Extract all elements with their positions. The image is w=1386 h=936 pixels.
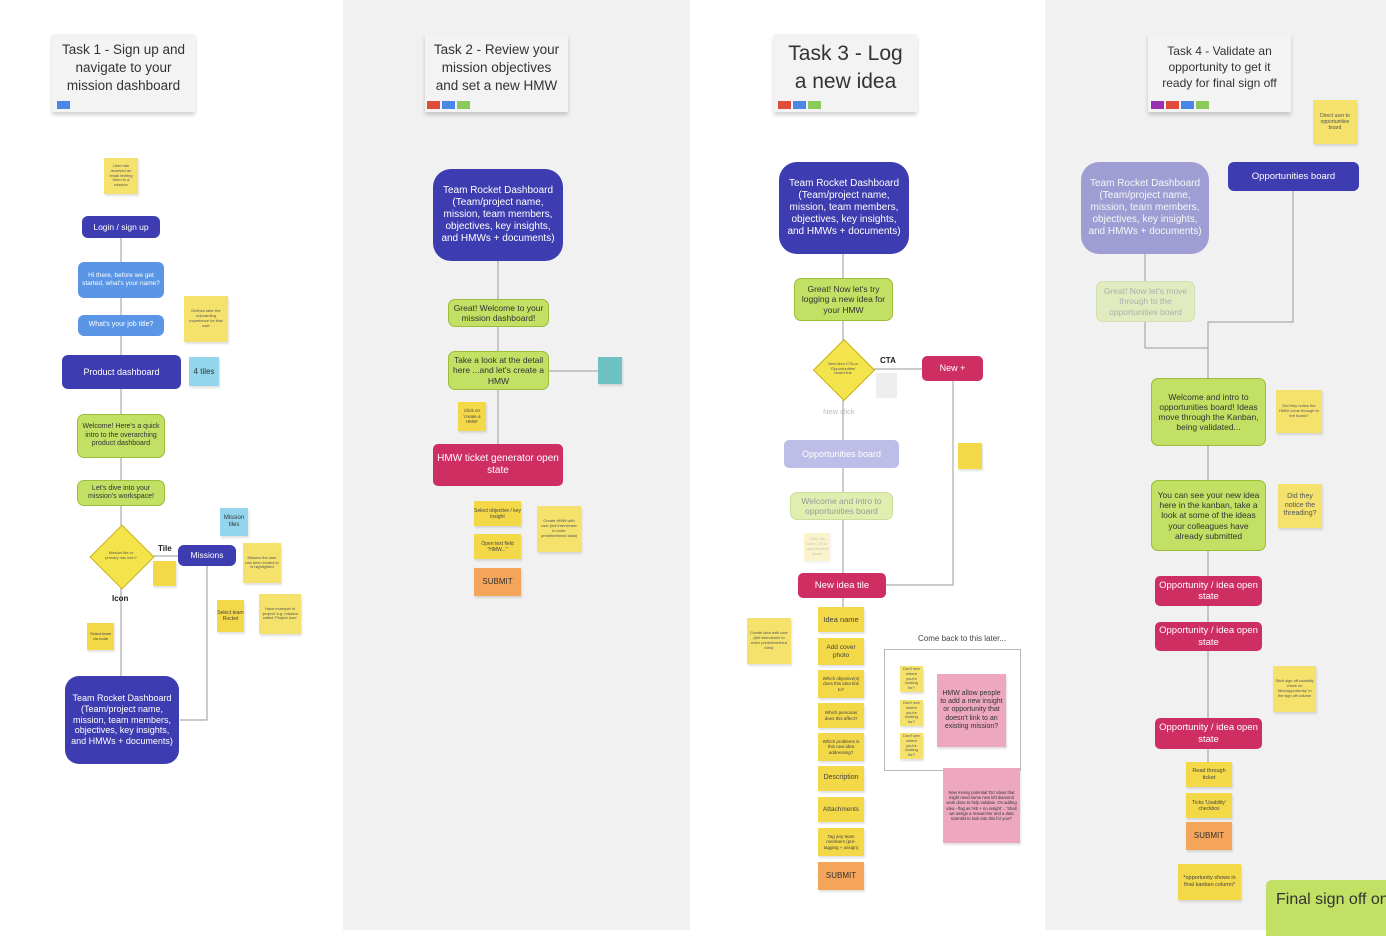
note-new-messy-ideas: New messy potential 'Do' ideas that migh… [943, 768, 1020, 843]
team-rocket-dashboard-card-3: Team Rocket Dashboard (Team/project name… [779, 162, 909, 254]
dive-workspace-card: Let's dive into your mission's workspace… [77, 480, 165, 506]
welcome-opp-board-faded: Welcome and intro to opportunities board [790, 492, 893, 520]
opportunity-open-state-3: Opportunity / idea open state [1155, 718, 1262, 749]
note-dont-see-1: Don't see where you're looking for? [900, 666, 923, 692]
select-team-via-node-note: Select team via node [87, 623, 114, 650]
note-click-create-hmw: Click on 'create a HMW' [458, 402, 486, 431]
great-move-opp-board: Great! Now let's move through to the opp… [1096, 281, 1195, 322]
board-column-task1 [0, 0, 343, 930]
name-question-card: Hi there, before we get started, what's … [78, 262, 164, 298]
select-objective-field[interactable]: Select objective / key insight [474, 501, 521, 526]
note-create-hmw-with-user: Create HMW with user (tell interviewer t… [537, 506, 581, 552]
task2-swatch-blue [442, 101, 455, 109]
new-plus-button[interactable]: New + [922, 356, 983, 381]
missions-card: Missions [178, 545, 236, 566]
note-hmw-allow-people: HMW allow people to add a new insight or… [937, 674, 1006, 747]
read-through-ticket[interactable]: Read through ticket [1186, 762, 1232, 787]
product-dashboard-card: Product dashboard [62, 355, 181, 389]
task4-submit-button[interactable]: SUBMIT [1186, 822, 1232, 850]
new-idea-tile: New idea tile [798, 573, 886, 598]
task4-swatch-purple [1151, 101, 1164, 109]
opportunity-open-state-2: Opportunity / idea open state [1155, 622, 1262, 651]
welcome-product-card: Welcome! Here's a quick intro to the ove… [77, 414, 165, 458]
hmw-ticket-generator: HMW ticket generator open state [433, 444, 563, 486]
open-text-field-hmw[interactable]: Open text field "HMW..." [474, 534, 521, 559]
task4-swatch-red [1166, 101, 1179, 109]
task3-swatch-red [778, 101, 791, 109]
task4-swatch-green [1196, 101, 1209, 109]
tile-branch-label: Tile [158, 544, 172, 553]
cta-label: CTA [880, 356, 896, 365]
note-define-onboarding: Defines later the onboarding experience … [184, 296, 228, 342]
yellow-square-note [958, 443, 982, 469]
task2-swatch-red [427, 101, 440, 109]
ticks-usability-checkbox[interactable]: Ticks 'Usability' checkbox [1186, 793, 1232, 818]
team-rocket-dashboard-card-2: Team Rocket Dashboard (Team/project name… [433, 169, 563, 261]
final-sign-off-text: Final sign off on an opportunity [1276, 891, 1386, 908]
field-which-objectives[interactable]: Which objective(s) does this idea link t… [818, 670, 864, 698]
note-example-project: Have example of 'project' e.g. mission c… [259, 594, 301, 634]
opportunities-board-card: Opportunities board [1228, 162, 1359, 191]
new-click-label: New click [823, 407, 855, 416]
task1-color-swatch [57, 101, 70, 109]
note-4-tiles: 4 tiles [189, 357, 219, 386]
welcome-mission-dashboard: Great! Welcome to your mission dashboard… [448, 299, 549, 327]
field-attachments[interactable]: Attachments [818, 797, 864, 822]
opportunity-open-state-1: Opportunity / idea open state [1155, 576, 1262, 606]
field-add-cover-photo[interactable]: Add cover photo [818, 638, 864, 665]
welcome-opp-kanban: Welcome and intro to opportunities board… [1151, 378, 1266, 446]
task4-title: Task 4 - Validate an opportunity to get … [1148, 34, 1291, 112]
task1-title: Task 1 - Sign up and navigate to your mi… [52, 34, 195, 112]
come-back-later-label: Come back to this later... [918, 634, 1007, 643]
great-log-idea-card: Great! Now let's try logging a new idea … [794, 278, 893, 321]
task2-submit-button[interactable]: SUBMIT [474, 568, 521, 596]
icon-branch-label: Icon [112, 594, 129, 603]
task2-swatch-green [457, 101, 470, 109]
task3-swatch-blue [793, 101, 806, 109]
note-create-idea-with-user: Create idea with user (tell interviewer … [747, 618, 791, 664]
task3-title: Task 3 - Log a new idea [774, 34, 917, 112]
login-signup-button[interactable]: Login / sign up [82, 216, 160, 238]
opportunities-board-faded: Opportunities board [784, 440, 899, 468]
job-title-card: What's your job title? [78, 315, 164, 336]
teal-square-note [598, 357, 622, 384]
note-noticed-hmw: Did they notice the HMW come through to … [1276, 390, 1322, 433]
note-final-kanban-column: *opportunity shows in final kanban colum… [1178, 864, 1241, 900]
task2-title: Task 2 - Review your mission objectives … [425, 34, 568, 112]
new-idea-kanban-card: You can see your new idea here in the ka… [1151, 480, 1266, 551]
note-small-faded: Click into idea CTA or opportunities boa… [804, 533, 830, 561]
select-team-rocket-note: Select team Rocket [217, 600, 244, 632]
task3-swatch-green [808, 101, 821, 109]
field-idea-name[interactable]: Idea name [818, 607, 864, 632]
field-which-personas[interactable]: Which personas does this affect? [818, 703, 864, 728]
note-email-invite: User has received an email inviting them… [104, 158, 138, 194]
task4-swatch-blue [1181, 101, 1194, 109]
decision-cta-text: New idea CTA or 'Opportunities' board li… [828, 360, 858, 376]
team-rocket-dashboard-card-1: Team Rocket Dashboard (Team/project name… [65, 676, 179, 764]
field-which-problems[interactable]: Which problems is this new idea addressi… [818, 733, 864, 761]
note-direct-user: Direct user to opportunities board [1313, 100, 1357, 144]
note-dont-see-3: Don't see where you're looking for? [900, 733, 923, 759]
note-mission-tiles: Mission tiles [220, 508, 248, 536]
decision-text: Mission tile or primary nav icon? [105, 550, 137, 560]
field-tag-team-members[interactable]: Tag any team members (pre-tagging + assi… [818, 828, 864, 856]
note-noticed-threading: Did they notice the threading? [1278, 484, 1322, 528]
note-dont-see-2: Don't see where you're looking for? [900, 700, 923, 726]
task3-submit-button[interactable]: SUBMIT [818, 862, 864, 890]
detail-create-hmw: Take a look at the detail here ...and le… [448, 351, 549, 390]
final-sign-off-card: Final sign off on an opportunity [1266, 880, 1386, 936]
note-mission-highlighted: Mission the user has been invited to is … [243, 543, 281, 583]
cta-placeholder-box [876, 373, 897, 398]
note-sign-off-usability: Stick sign off usability check on 'idea/… [1273, 666, 1316, 712]
team-rocket-dashboard-card-4: Team Rocket Dashboard (Team/project name… [1081, 162, 1209, 254]
field-description[interactable]: Description [818, 766, 864, 791]
yellow-tile-placeholder [153, 561, 176, 586]
